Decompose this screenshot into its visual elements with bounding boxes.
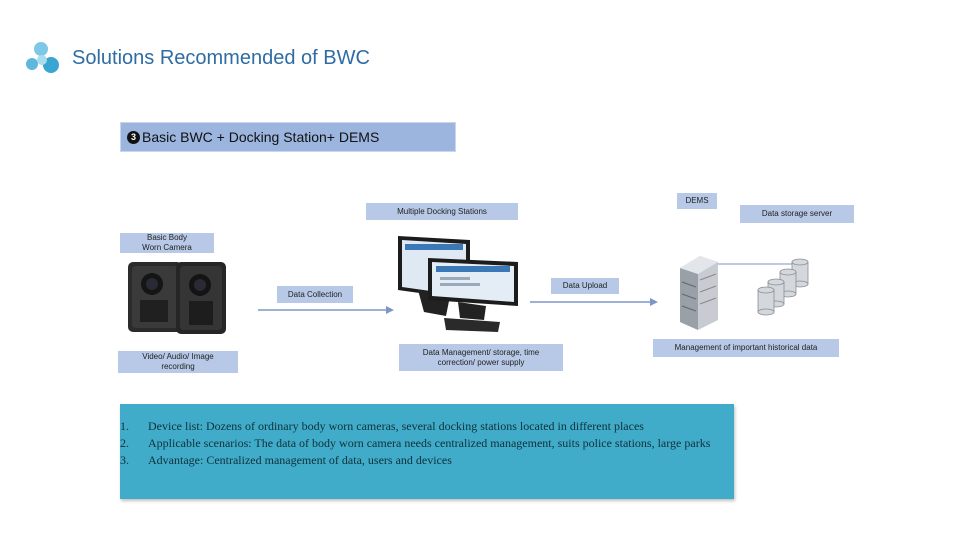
data-collection-arrow [258,306,394,314]
label-multiple-docking-stations: Multiple Docking Stations [366,203,518,220]
data-storage-server-icon [757,258,809,316]
subtitle-text: Basic BWC + Docking Station+ DEMS [142,129,380,145]
option-number-badge: 3 [127,130,140,144]
solution-subtitle: 3 Basic BWC + Docking Station+ DEMS [120,122,456,152]
label-data-management: Data Management/ storage, time correctio… [399,344,563,371]
data-upload-arrow [530,298,658,306]
list-item: 3. Advantage: Centralized management of … [120,453,452,467]
list-item: 2. Applicable scenarios: The data of bod… [120,436,711,450]
label-video-audio-image-recording: Video/ Audio/ Image recording [118,351,238,373]
details-list: 1. Device list: Dozens of ordinary body … [120,418,730,469]
docking-station-monitor-icon [398,236,518,332]
label-data-storage-server: Data storage server [740,205,854,223]
label-data-collection: Data Collection [277,286,353,303]
brand-logo-icon [26,42,59,73]
label-dems: DEMS [677,193,717,209]
solution-details-box: 1. Device list: Dozens of ordinary body … [120,404,734,499]
label-data-upload: Data Upload [551,278,619,294]
list-item: 1. Device list: Dozens of ordinary body … [120,419,644,433]
dems-server-icon [680,256,718,330]
page-title: Solutions Recommended of BWC [72,47,370,69]
label-basic-body-worn-camera: Basic Body Worn Camera [120,233,214,253]
body-worn-camera-icon [128,262,226,334]
label-management-historical-data: Management of important historical data [653,339,839,357]
